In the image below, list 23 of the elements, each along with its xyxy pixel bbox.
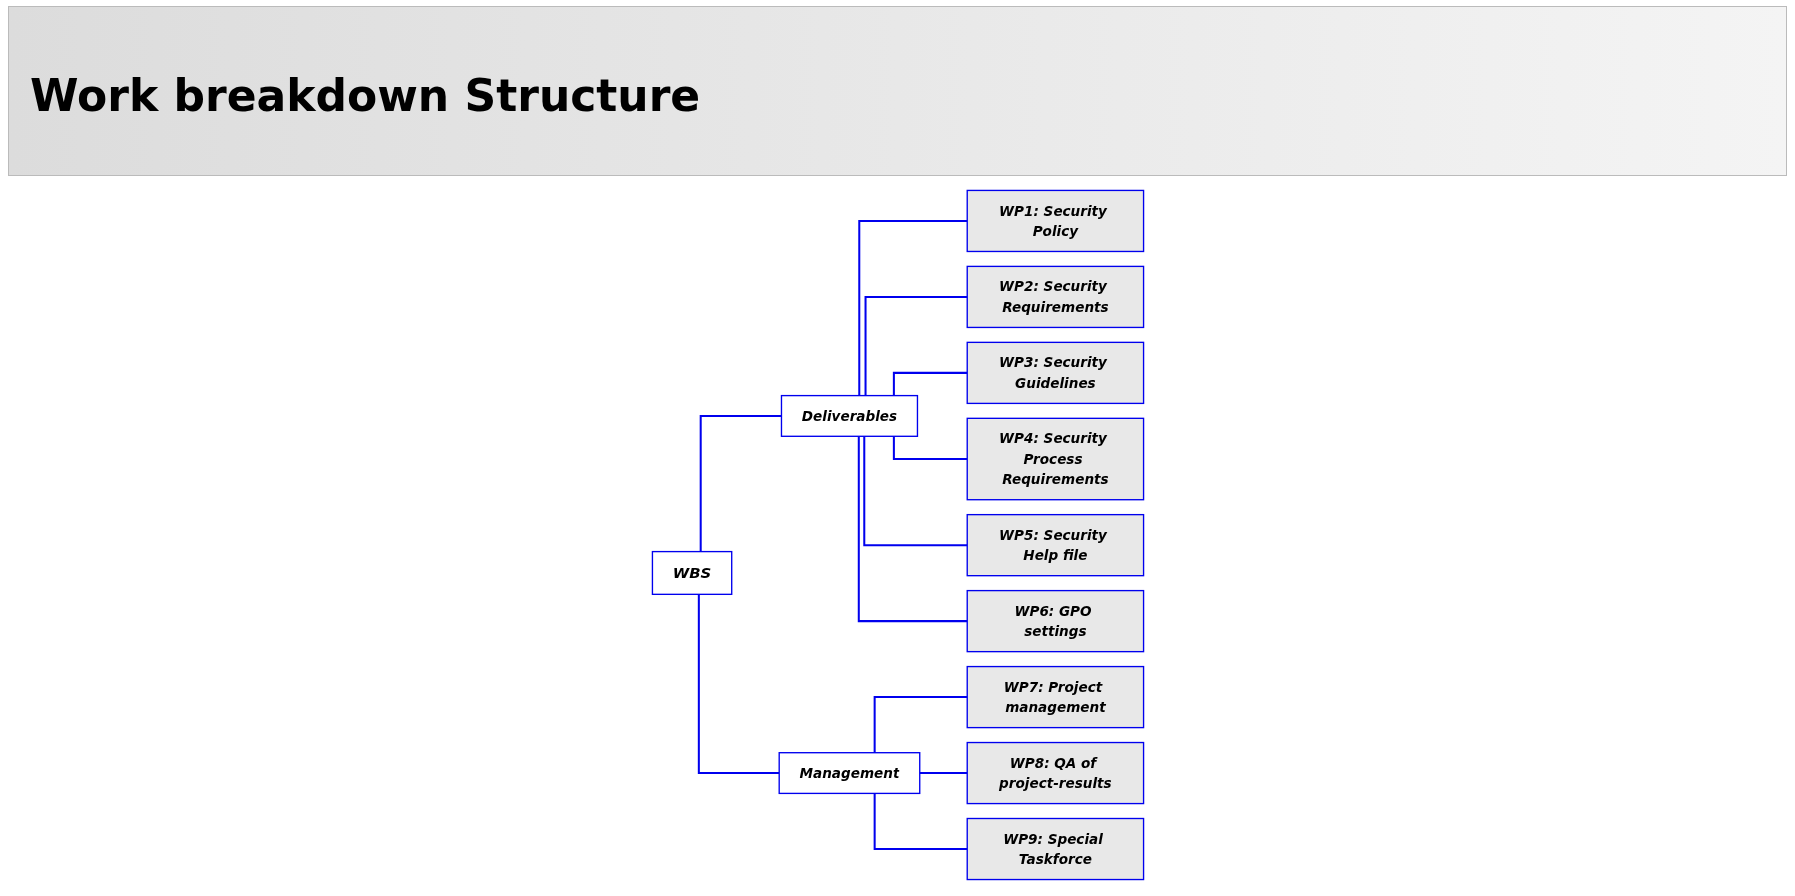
node-box: Deliverables [780,394,918,437]
connector [873,696,967,753]
node-box: WP6: GPO settings [966,589,1144,653]
connector [873,793,967,851]
node-box: WP4: Security Process Requirements [966,417,1144,501]
node-box: WP5: Security Help file [966,513,1144,577]
connector [699,414,781,552]
node-box: WP7: Project management [966,665,1144,729]
connector [862,436,967,547]
connector [857,219,967,396]
connector [892,436,967,461]
connector [864,295,967,396]
node-box: WP8: QA of project-results [966,741,1144,805]
node-box: WP3: Security Guidelines [966,341,1144,405]
connector [697,594,779,775]
title: Work breakdown Structure [30,70,701,121]
node-box: WP2: Security Requirements [966,265,1144,329]
node-box: Management [778,752,920,795]
node-box: WBS [651,550,732,596]
connector [857,436,967,623]
node-box: WP1: Security Policy [966,189,1144,253]
connector [892,371,967,396]
node-box: WP9: Special Taskforce [966,817,1144,881]
